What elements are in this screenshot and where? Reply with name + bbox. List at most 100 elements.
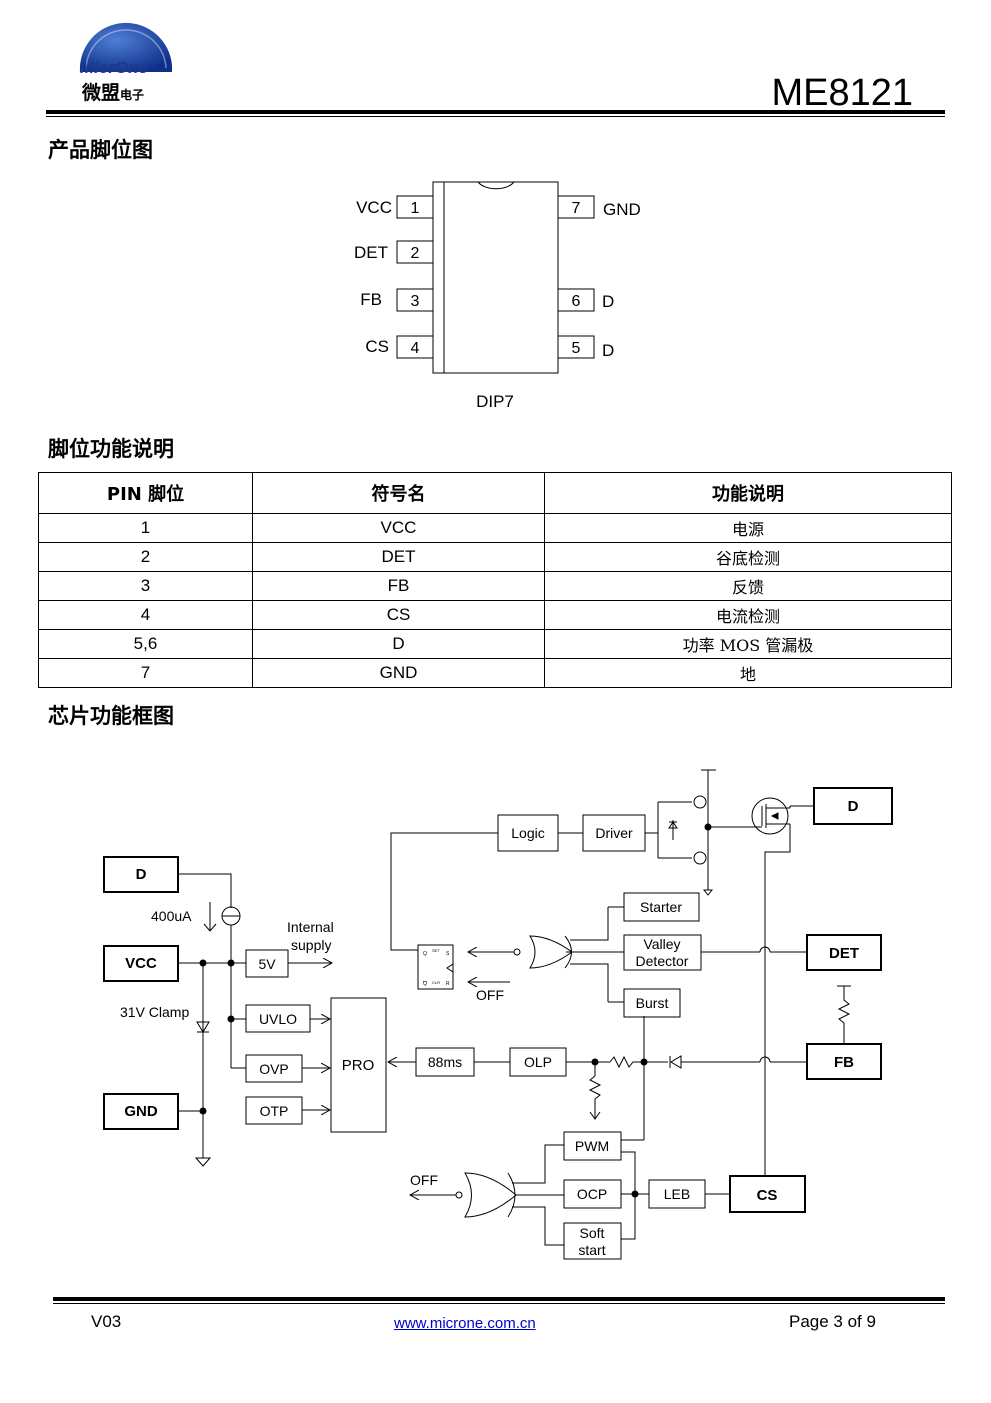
svg-text:FB: FB bbox=[360, 290, 382, 309]
pin-box-d-right: D bbox=[813, 787, 893, 825]
footer-rule-thin bbox=[53, 1303, 945, 1304]
svg-text:GND: GND bbox=[603, 200, 641, 219]
svg-text:UVLO: UVLO bbox=[259, 1011, 297, 1027]
pin-4: 4 CS bbox=[365, 335, 434, 359]
svg-text:Starter: Starter bbox=[640, 899, 682, 915]
block-soft-start: Soft start bbox=[563, 1222, 622, 1260]
block-leb: LEB bbox=[648, 1179, 706, 1209]
inverter-bubble-icon bbox=[455, 1191, 463, 1199]
section-title-block: 芯片功能框图 bbox=[48, 704, 174, 728]
table-row: 1 VCC 电源 bbox=[38, 513, 952, 543]
logo-english-text: MicrOne bbox=[80, 58, 149, 77]
cell-symbol: GND bbox=[252, 658, 545, 688]
label-supply: supply bbox=[291, 937, 331, 953]
cell-function: 电流检测 bbox=[544, 600, 952, 630]
cell-function: 电源 bbox=[544, 513, 952, 543]
inverter-bubble-icon bbox=[513, 948, 521, 956]
or-gate-icon bbox=[464, 1172, 517, 1218]
cell-function: 反馈 bbox=[544, 571, 952, 601]
header-rule-thin bbox=[46, 116, 945, 117]
svg-text:5V: 5V bbox=[258, 956, 276, 972]
cell-symbol: DET bbox=[252, 542, 545, 572]
svg-text:VCC: VCC bbox=[356, 198, 392, 217]
label-off-bottom: OFF bbox=[410, 1172, 438, 1188]
cell-pin: 3 bbox=[38, 571, 253, 601]
block-olp: OLP bbox=[509, 1047, 567, 1077]
part-number: ME8121 bbox=[771, 72, 913, 114]
block-pro: PRO bbox=[330, 997, 387, 1133]
footer-page-number: Page 3 of 9 bbox=[789, 1312, 876, 1331]
driver-transistor-icon bbox=[657, 769, 752, 896]
pin-5: 5 D bbox=[557, 335, 614, 360]
cell-function: 地 bbox=[544, 658, 952, 688]
svg-text:Q: Q bbox=[423, 981, 427, 987]
table-row: 3 FB 反馈 bbox=[38, 571, 952, 601]
svg-text:OCP: OCP bbox=[577, 1186, 607, 1202]
svg-text:5: 5 bbox=[572, 340, 581, 357]
svg-text:Burst: Burst bbox=[636, 995, 669, 1011]
svg-text:D: D bbox=[602, 292, 614, 311]
header-pin: PIN 脚位 bbox=[38, 472, 253, 514]
cell-symbol: FB bbox=[252, 571, 545, 601]
block-ocp: OCP bbox=[563, 1179, 622, 1209]
package-body bbox=[432, 181, 559, 374]
svg-text:start: start bbox=[578, 1242, 605, 1258]
svg-text:OLP: OLP bbox=[524, 1054, 552, 1070]
table-row: 4 CS 电流检测 bbox=[38, 600, 952, 630]
svg-text:Driver: Driver bbox=[595, 825, 633, 841]
svg-text:VCC: VCC bbox=[125, 955, 157, 972]
package-name: DIP7 bbox=[476, 392, 514, 411]
svg-text:DET: DET bbox=[354, 243, 388, 262]
pin-box-vcc: VCC bbox=[103, 945, 179, 982]
power-mosfet-icon bbox=[751, 797, 814, 1176]
block-ovp: OVP bbox=[245, 1054, 303, 1083]
pin-3: 3 FB bbox=[360, 288, 434, 312]
block-otp: OTP bbox=[245, 1096, 303, 1125]
svg-text:D: D bbox=[136, 866, 147, 883]
cell-symbol: CS bbox=[252, 600, 545, 630]
diode-icon bbox=[670, 1055, 682, 1069]
logo-chinese-text: 微盟 bbox=[82, 82, 121, 104]
cell-symbol: VCC bbox=[252, 513, 545, 543]
svg-text:D: D bbox=[848, 798, 859, 815]
pin-box-gnd: GND bbox=[103, 1093, 179, 1130]
svg-text:3: 3 bbox=[411, 293, 420, 310]
zener-diode-icon bbox=[196, 1021, 210, 1033]
label-400ua: 400uA bbox=[151, 908, 192, 924]
block-5v: 5V bbox=[245, 949, 289, 978]
block-burst: Burst bbox=[623, 988, 681, 1018]
svg-text:88ms: 88ms bbox=[428, 1054, 462, 1070]
svg-text:S: S bbox=[446, 951, 450, 957]
svg-text:SET: SET bbox=[432, 948, 440, 953]
svg-text:PWM: PWM bbox=[575, 1138, 609, 1154]
block-logic: Logic bbox=[497, 814, 559, 852]
cell-symbol: D bbox=[252, 629, 545, 659]
block-diagram: D 400uA VCC 31V Clamp GND 5V Internal su… bbox=[103, 769, 893, 1260]
label-31v-clamp: 31V Clamp bbox=[120, 1004, 189, 1020]
block-driver: Driver bbox=[582, 814, 646, 852]
resistor-icon bbox=[588, 1075, 602, 1100]
resistor-icon bbox=[609, 1055, 644, 1069]
header-rule bbox=[46, 110, 945, 114]
footer-website-link[interactable]: www.microne.com.cn bbox=[394, 1315, 536, 1332]
svg-text:OVP: OVP bbox=[259, 1061, 289, 1077]
svg-text:6: 6 bbox=[572, 293, 581, 310]
logo-chinese-sub: 电子 bbox=[120, 88, 145, 102]
pin-6: 6 D bbox=[557, 288, 614, 312]
footer-version: V03 bbox=[91, 1312, 122, 1331]
pin-7: 7 GND bbox=[557, 195, 641, 219]
cell-pin: 4 bbox=[38, 600, 253, 630]
company-logo: MicrOne 微盟电子 bbox=[76, 16, 176, 104]
table-header-row: PIN 脚位 符号名 功能说明 bbox=[38, 472, 952, 514]
block-pwm: PWM bbox=[563, 1131, 622, 1161]
svg-text:Detector: Detector bbox=[636, 953, 689, 969]
cell-pin: 2 bbox=[38, 542, 253, 572]
svg-text:Soft: Soft bbox=[580, 1225, 605, 1241]
pin-box-fb: FB bbox=[806, 1043, 882, 1080]
cell-pin: 5,6 bbox=[38, 629, 253, 659]
svg-text:7: 7 bbox=[572, 200, 581, 217]
svg-text:CS: CS bbox=[365, 337, 389, 356]
svg-text:CLR: CLR bbox=[432, 980, 440, 985]
label-off-top: OFF bbox=[476, 987, 504, 1003]
section-title-pin-desc: 脚位功能说明 bbox=[48, 437, 174, 461]
